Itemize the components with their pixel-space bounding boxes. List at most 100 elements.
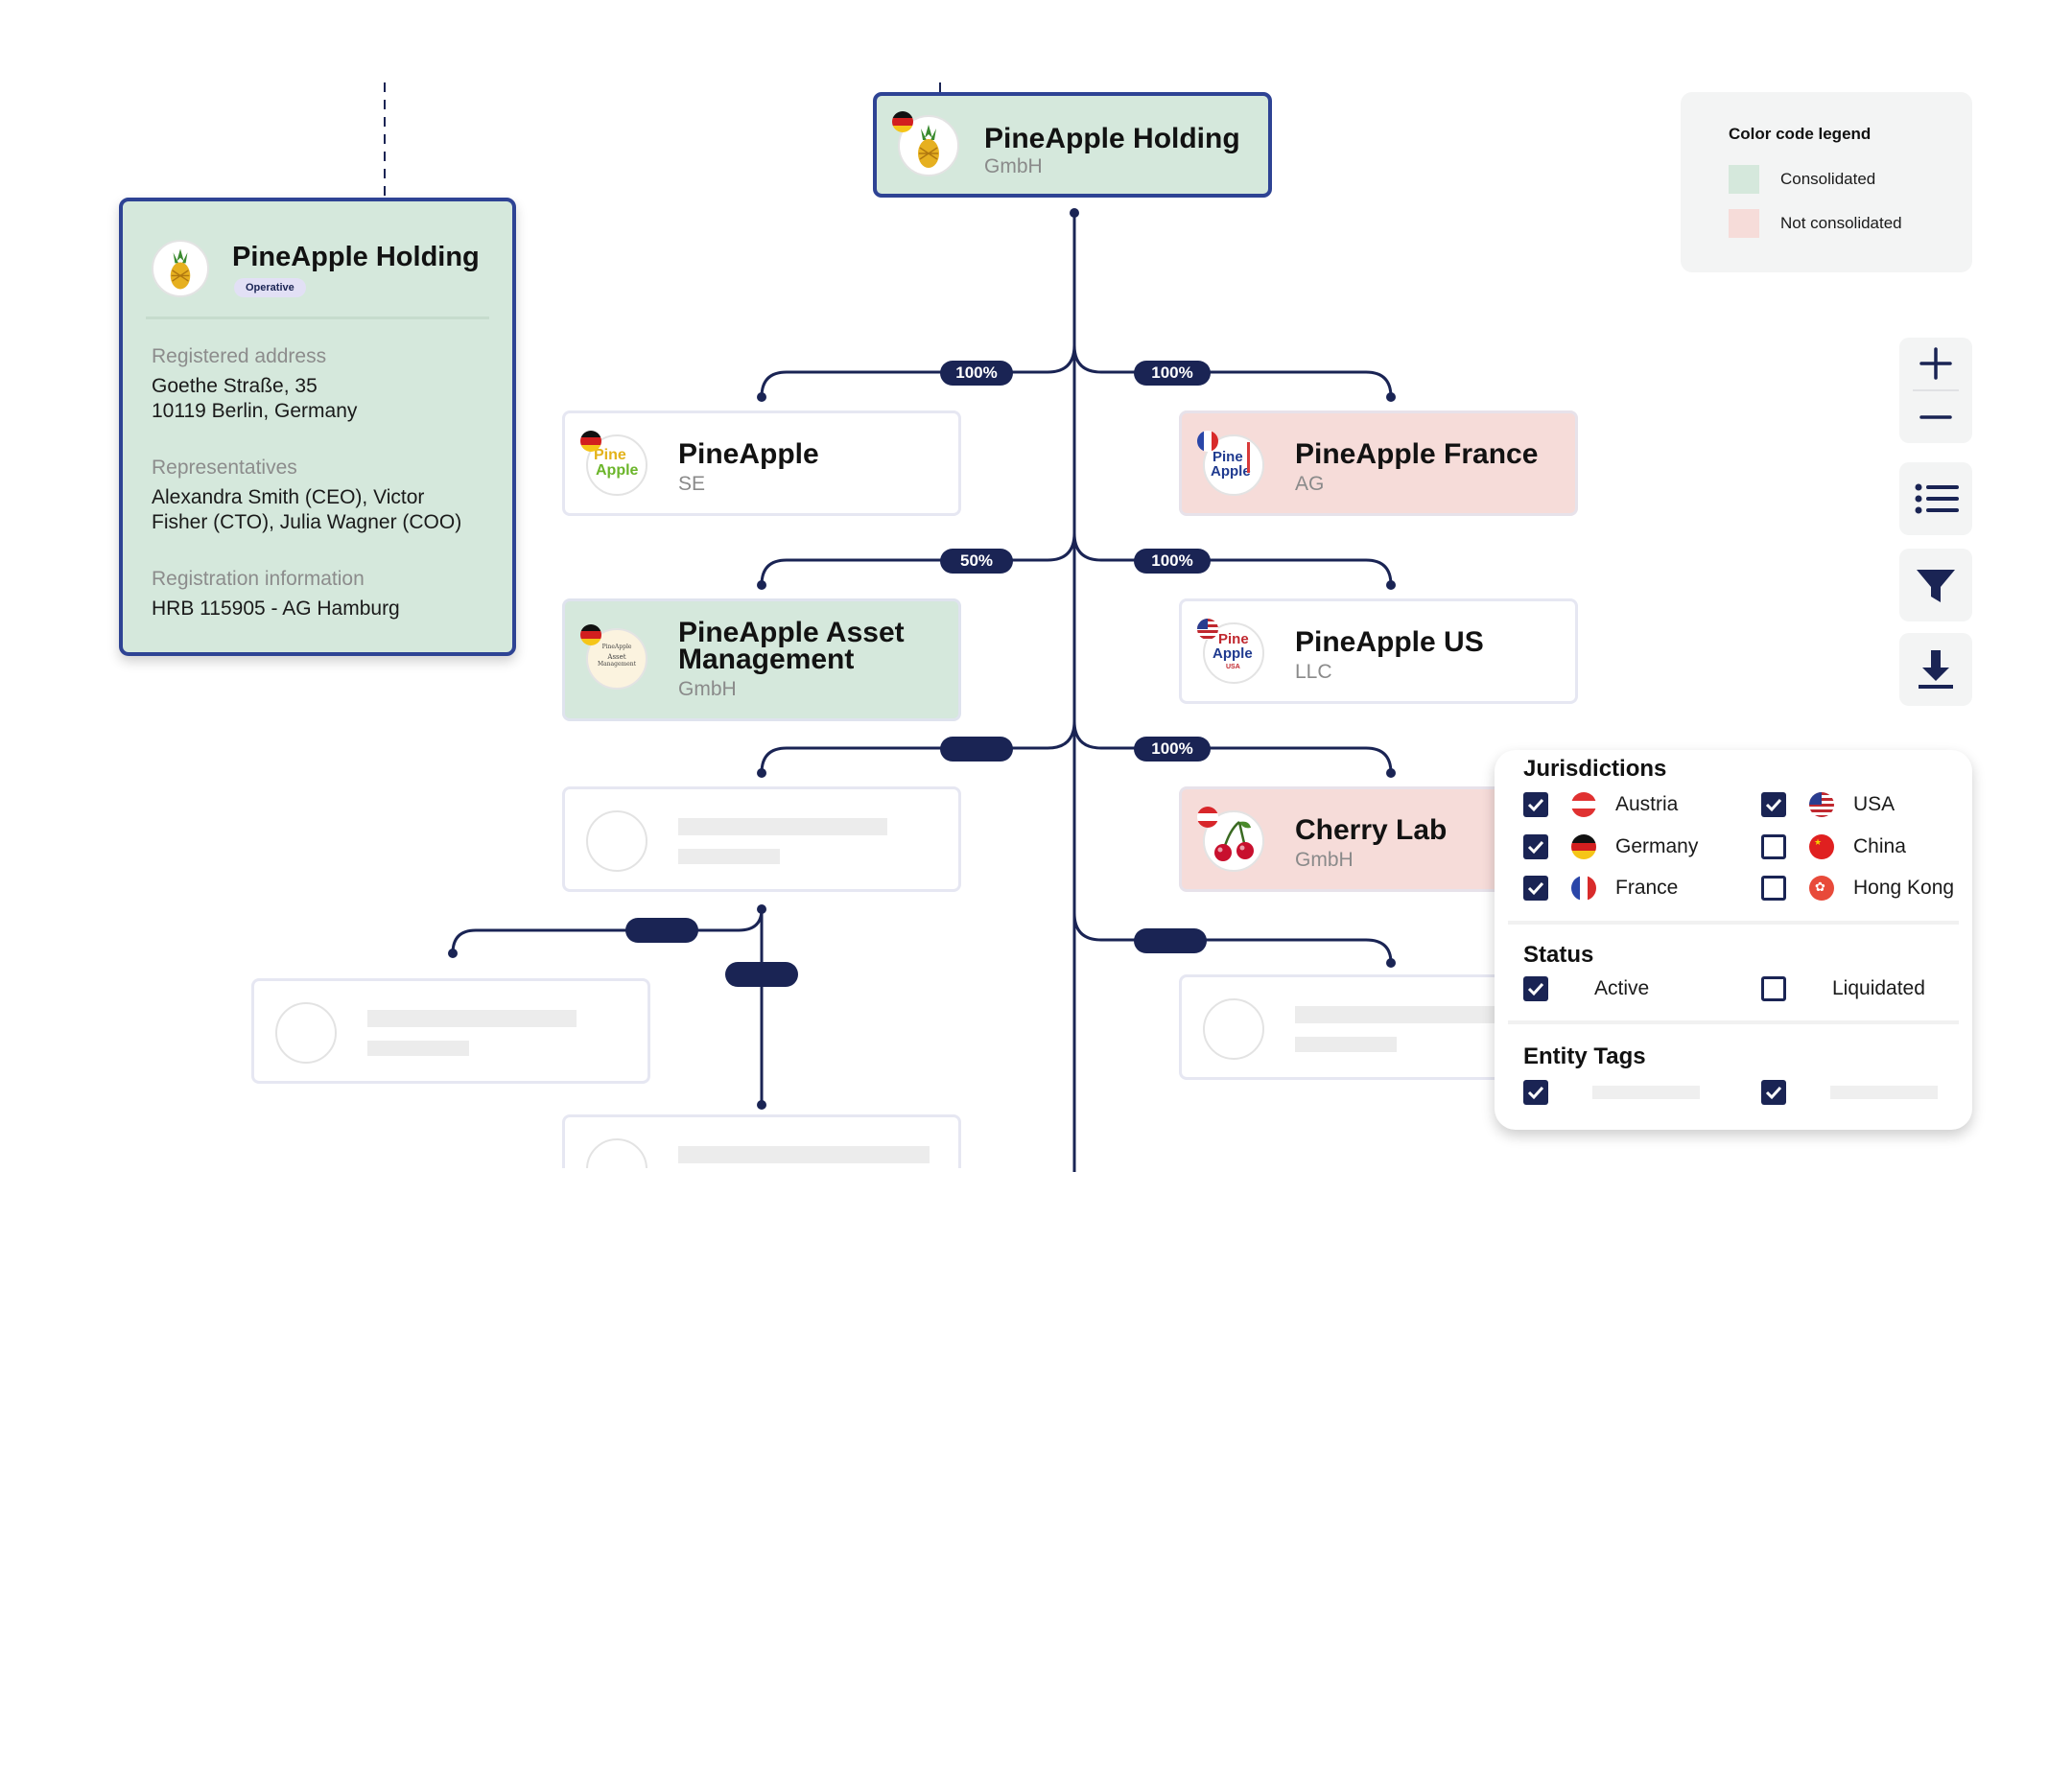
- germany-flag-icon: [580, 624, 601, 645]
- avatar-placeholder: [586, 810, 648, 872]
- entity-type: SE: [678, 473, 706, 495]
- germany-flag-icon: [1571, 834, 1596, 859]
- list-icon: [1915, 483, 1959, 514]
- checkbox-usa[interactable]: [1761, 792, 1786, 817]
- entity-card-se[interactable]: Pine Apple PineApple SE: [562, 410, 961, 516]
- status-title: Status: [1523, 942, 1594, 968]
- entity-name: PineApple Holding: [984, 123, 1240, 154]
- entity-name: PineApple US: [1295, 626, 1484, 658]
- divider: [146, 316, 489, 319]
- hong-kong-flag-icon: ✿: [1809, 876, 1834, 901]
- check-icon: [1765, 798, 1782, 812]
- jurisdiction-label-hong-kong: Hong Kong: [1853, 877, 1955, 899]
- plus-icon: [1919, 347, 1952, 380]
- entity-card-placeholder: [251, 978, 650, 1084]
- text-placeholder: [678, 1146, 930, 1163]
- address-line-1: Goethe Straße, 35: [152, 375, 318, 397]
- checkbox-active[interactable]: [1523, 976, 1548, 1001]
- avatar-placeholder: [1203, 998, 1264, 1060]
- zoom-controls: [1899, 338, 1972, 443]
- download-button[interactable]: [1899, 633, 1972, 706]
- address-label: Registered address: [152, 345, 327, 367]
- ownership-pill-se: 100%: [940, 361, 1013, 386]
- legend-label-consolidated: Consolidated: [1780, 170, 1876, 188]
- ownership-pill-cherry: 100%: [1134, 737, 1211, 762]
- check-icon: [1765, 1086, 1782, 1100]
- check-icon: [1527, 982, 1544, 996]
- entity-card-placeholder: [562, 1114, 961, 1168]
- pineapple-se-logo: Pine Apple: [586, 434, 648, 496]
- avatar-placeholder: [275, 1002, 337, 1064]
- pineapple-logo: [152, 240, 209, 297]
- text-placeholder: [1295, 1006, 1504, 1023]
- germany-flag-icon: [580, 431, 601, 452]
- check-icon: [1527, 840, 1544, 855]
- checkbox-tag[interactable]: [1523, 1080, 1548, 1105]
- usa-flag-icon: [1197, 619, 1218, 640]
- checkbox-china[interactable]: [1761, 834, 1786, 859]
- registration-label: Registration information: [152, 568, 365, 590]
- germany-flag-icon: [892, 111, 913, 132]
- avatar-placeholder: [586, 1138, 648, 1168]
- tag-label-placeholder: [1830, 1086, 1938, 1099]
- text-placeholder: [367, 1010, 577, 1027]
- ownership-pill-asset: 50%: [940, 549, 1013, 574]
- download-icon: [1919, 650, 1953, 689]
- jurisdictions-title: Jurisdictions: [1523, 756, 1667, 782]
- filter-icon: [1917, 570, 1955, 602]
- entity-type: GmbH: [984, 155, 1043, 177]
- checkbox-germany[interactable]: [1523, 834, 1548, 859]
- address-line-2: 10119 Berlin, Germany: [152, 400, 358, 422]
- ownership-pill-france: 100%: [1134, 361, 1211, 386]
- entity-card-root[interactable]: PineApple Holding GmbH: [873, 92, 1272, 198]
- zoom-in-button[interactable]: [1899, 338, 1972, 389]
- jurisdiction-label-germany: Germany: [1615, 835, 1699, 857]
- entity-name: PineApple: [678, 438, 819, 470]
- divider: [1508, 1020, 1959, 1024]
- entity-type: LLC: [1295, 661, 1332, 683]
- ownership-pill-placeholder: [625, 918, 698, 943]
- entity-card-placeholder: [562, 786, 961, 892]
- status-label-active: Active: [1594, 977, 1650, 999]
- entity-name: PineApple France: [1295, 438, 1539, 470]
- checkbox-liquidated[interactable]: [1761, 976, 1786, 1001]
- austria-flag-icon: [1571, 792, 1596, 817]
- check-icon: [1527, 1086, 1544, 1100]
- france-flag-icon: [1197, 431, 1218, 452]
- checkbox-hong-kong[interactable]: [1761, 876, 1786, 901]
- check-icon: [1527, 798, 1544, 812]
- austria-flag-icon: [1197, 807, 1218, 828]
- entity-card-us[interactable]: Pine Apple USA PineApple US LLC: [1179, 598, 1578, 704]
- ownership-pill-us: 100%: [1134, 549, 1211, 574]
- entity-detail-panel: PineApple Holding Operative Registered a…: [119, 198, 516, 656]
- entity-card-france[interactable]: Pine Apple PineApple France AG: [1179, 410, 1578, 516]
- color-legend: Color code legend Consolidated Not conso…: [1681, 92, 1972, 272]
- entity-type: GmbH: [1295, 849, 1354, 871]
- ownership-pill-placeholder: [940, 737, 1013, 762]
- checkbox-tag[interactable]: [1761, 1080, 1786, 1105]
- france-flag-icon: [1571, 876, 1596, 901]
- legend-label-not-consolidated: Not consolidated: [1780, 214, 1902, 232]
- jurisdiction-label-china: China: [1853, 835, 1906, 857]
- checkbox-austria[interactable]: [1523, 792, 1548, 817]
- status-badge: Operative: [234, 278, 306, 297]
- minus-icon: [1919, 415, 1952, 419]
- registration-value: HRB 115905 - AG Hamburg: [152, 598, 400, 620]
- checkbox-france[interactable]: [1523, 876, 1548, 901]
- china-flag-icon: ★: [1809, 834, 1834, 859]
- zoom-out-button[interactable]: [1899, 391, 1972, 443]
- divider: [1913, 389, 1959, 391]
- filter-panel: Jurisdictions Austria USA Germany ★ Chin…: [1495, 750, 1972, 1130]
- entity-name-line2: Management: [678, 644, 855, 675]
- ownership-pill-placeholder: [725, 962, 798, 987]
- entity-type: GmbH: [678, 678, 737, 700]
- filter-button[interactable]: [1899, 549, 1972, 621]
- list-view-button[interactable]: [1899, 462, 1972, 535]
- divider: [1508, 921, 1959, 925]
- representatives-line-1: Alexandra Smith (CEO), Victor: [152, 486, 425, 508]
- entity-name-line1: PineApple Asset: [678, 617, 905, 648]
- entity-card-asset-management[interactable]: PineApple Asset Management PineApple Ass…: [562, 598, 961, 721]
- legend-title: Color code legend: [1729, 125, 1872, 143]
- text-placeholder: [678, 818, 887, 835]
- text-placeholder: [678, 849, 780, 864]
